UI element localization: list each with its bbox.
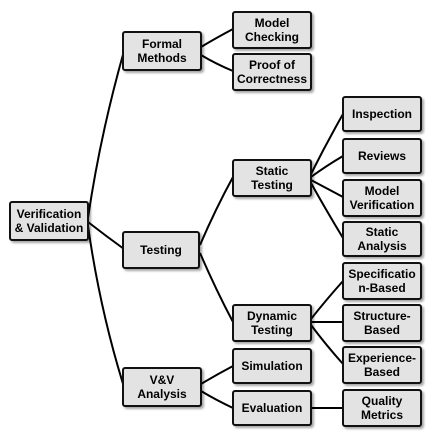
edge-vv-evaluation (200, 390, 234, 409)
node-structure-based: Structure- Based (342, 304, 422, 342)
node-evaluation: Evaluation (232, 390, 312, 426)
node-verification-validation: Verification & Validation (9, 201, 89, 241)
edge-dynamic-specification (310, 280, 344, 320)
node-specification-based: Specificatio n-Based (342, 262, 422, 300)
edge-static-reviews (310, 155, 344, 178)
node-simulation: Simulation (232, 348, 312, 384)
edge-vv-simulation (200, 365, 234, 385)
edge-static-analysis (310, 182, 344, 239)
edge-static-model-verification (310, 179, 344, 198)
node-model-verification: Model Verification (342, 179, 422, 217)
edge-formal-model-checking (200, 28, 234, 48)
node-inspection: Inspection (342, 96, 422, 132)
edge-formal-proof (200, 54, 234, 72)
edge-testing-dynamic (199, 252, 234, 323)
node-testing: Testing (122, 231, 200, 269)
edge-static-inspection (310, 113, 344, 175)
edge-testing-static (199, 176, 234, 246)
node-quality-metrics: Quality Metrics (342, 389, 422, 427)
node-proof-of-correctness: Proof of Correctness (232, 53, 312, 91)
edge-root-formal-methods (87, 50, 125, 219)
node-reviews: Reviews (342, 138, 422, 174)
node-formal-methods: Formal Methods (122, 31, 202, 71)
node-model-checking: Model Checking (232, 11, 312, 49)
node-vv-analysis: V&V Analysis (122, 367, 202, 407)
node-static-analysis: Static Analysis (342, 221, 422, 257)
edge-dynamic-experience (310, 324, 344, 365)
node-experience-based: Experience- Based (342, 346, 422, 384)
node-dynamic-testing: Dynamic Testing (232, 304, 312, 342)
node-static-testing: Static Testing (232, 159, 312, 197)
edge-root-testing (87, 221, 125, 250)
edge-root-vv-analysis (87, 225, 125, 388)
